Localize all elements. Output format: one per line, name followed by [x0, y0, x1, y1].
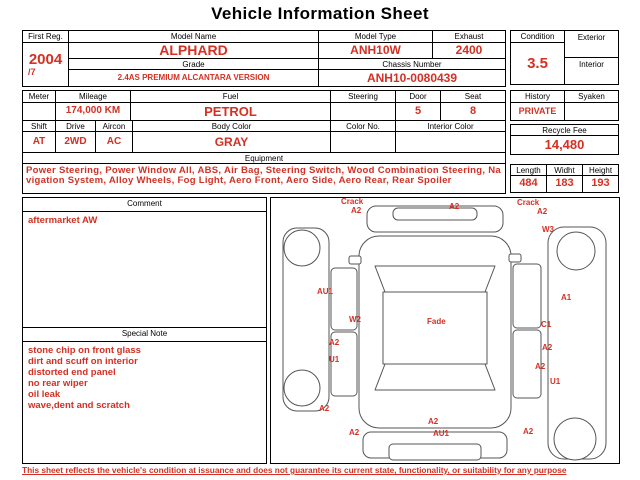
damage-mark-a2: A2 — [537, 207, 548, 216]
first-reg-month: /7 — [28, 66, 36, 77]
color-no-value — [330, 131, 396, 153]
chassis-value: ANH10-0080439 — [318, 69, 506, 87]
page-title: Vehicle Information Sheet — [211, 4, 429, 23]
first-reg-year: 2004 — [28, 50, 63, 68]
model-name-value: ALPHARD — [68, 42, 319, 59]
damage-mark-a2: A2 — [535, 362, 546, 371]
model-type-label: Model Type — [318, 30, 433, 43]
syaken-label: Syaken — [564, 90, 619, 103]
condition-label: Condition — [510, 30, 565, 43]
damage-mark-au1: AU1 — [317, 287, 334, 296]
damage-mark-c1: C1 — [541, 320, 552, 329]
comment-text: aftermarket AW — [28, 215, 98, 226]
grade-value: 2.4AS PREMIUM ALCANTARA VERSION — [68, 69, 319, 87]
damage-mark-crack: Crack — [341, 197, 364, 206]
exterior-label: Exterior — [564, 30, 619, 58]
interior-label: Interior — [564, 57, 619, 85]
drive-value: 2WD — [55, 131, 96, 153]
damage-mark-au1: AU1 — [433, 429, 450, 438]
seat-label: Seat — [440, 90, 506, 103]
width-value: 183 — [546, 175, 583, 193]
equipment-table: Equipment Power Steering, Power Window A… — [22, 152, 506, 194]
condition-table: Condition Exterior 3.5 Interior — [510, 30, 619, 85]
main-info-table: First Reg. Model Name Model Type Exhaust… — [22, 30, 506, 87]
equipment-label: Equipment — [22, 152, 506, 164]
steering-value — [330, 102, 396, 121]
damage-mark-a1: A1 — [561, 293, 572, 302]
shift-label: Shift — [22, 120, 56, 132]
exhaust-label: Exhaust — [432, 30, 506, 43]
seat-value: 8 — [440, 102, 506, 121]
model-type-value: ANH10W — [318, 42, 433, 59]
mileage-table: Meter Mileage Fuel Steering Door Seat 17… — [22, 90, 506, 121]
car-outline-drawing — [282, 205, 607, 461]
recycle-fee-value: 14,480 — [510, 135, 619, 155]
damage-mark-crack: Crack — [517, 198, 540, 207]
special-note-text: stone chip on front glass dirt and scuff… — [28, 345, 141, 411]
first-reg-label: First Reg. — [22, 30, 69, 43]
shift-value: AT — [22, 131, 56, 153]
height-label: Height — [582, 164, 619, 176]
first-reg-value: 2004 /7 — [22, 42, 69, 87]
aircon-label: Aircon — [95, 120, 133, 132]
damage-mark-a2: A2 — [428, 417, 439, 426]
body-color-value: GRAY — [132, 131, 331, 153]
notes-panel: Comment aftermarket AW Special Note ston… — [22, 197, 267, 464]
length-value: 484 — [510, 175, 547, 193]
exhaust-value: 2400 — [432, 42, 506, 59]
door-value: 5 — [395, 102, 441, 121]
fuel-value: PETROL — [130, 102, 331, 121]
chassis-label: Chassis Number — [318, 58, 506, 70]
damage-mark-u1: U1 — [550, 377, 561, 386]
damage-mark-a2: A2 — [523, 427, 534, 436]
drive-label: Drive — [55, 120, 96, 132]
equipment-value: Power Steering, Power Window All, ABS, A… — [22, 163, 506, 194]
damage-mark-a2: A2 — [329, 338, 340, 347]
special-note-header: Special Note — [23, 327, 266, 342]
damage-mark-fade: Fade — [427, 317, 446, 326]
damage-mark-a2: A2 — [319, 404, 330, 413]
meter-value — [22, 102, 56, 121]
history-value: PRIVATE — [510, 102, 565, 121]
recycle-fee-table: Recycle Fee 14,480 — [510, 124, 619, 155]
comment-header: Comment — [23, 198, 266, 212]
steering-label: Steering — [330, 90, 396, 103]
history-table: History Syaken PRIVATE — [510, 90, 619, 121]
mileage-value: 174,000 KM — [55, 102, 131, 121]
footer-disclaimer: This sheet reflects the vehicle's condit… — [22, 465, 567, 475]
aircon-value: AC — [95, 131, 133, 153]
door-label: Door — [395, 90, 441, 103]
damage-mark-u1: U1 — [329, 355, 340, 364]
length-label: Length — [510, 164, 547, 176]
damage-mark-a2: A2 — [349, 428, 360, 437]
syaken-value — [564, 102, 619, 121]
damage-mark-a2: A2 — [542, 343, 553, 352]
damage-mark-a2: A2 — [449, 202, 460, 211]
width-label: Widht — [546, 164, 583, 176]
fuel-label: Fuel — [130, 90, 331, 103]
model-name-label: Model Name — [68, 30, 319, 43]
damage-mark-a2: A2 — [351, 206, 362, 215]
condition-value: 3.5 — [510, 42, 565, 85]
history-label: History — [510, 90, 565, 103]
body-color-label: Body Color — [132, 120, 331, 132]
color-table: Shift Drive Aircon Body Color Color No. … — [22, 120, 506, 153]
dimensions-table: Length Widht Height 484 183 193 — [510, 164, 619, 193]
grade-label: Grade — [68, 58, 319, 70]
mileage-label: Mileage — [55, 90, 131, 103]
damage-mark-w3: W3 — [542, 225, 554, 234]
color-no-label: Color No. — [330, 120, 396, 132]
damage-mark-w2: W2 — [349, 315, 361, 324]
meter-label: Meter — [22, 90, 56, 103]
interior-color-value — [395, 131, 506, 153]
height-value: 193 — [582, 175, 619, 193]
recycle-fee-label: Recycle Fee — [510, 124, 619, 136]
interior-color-label: Interior Color — [395, 120, 506, 132]
